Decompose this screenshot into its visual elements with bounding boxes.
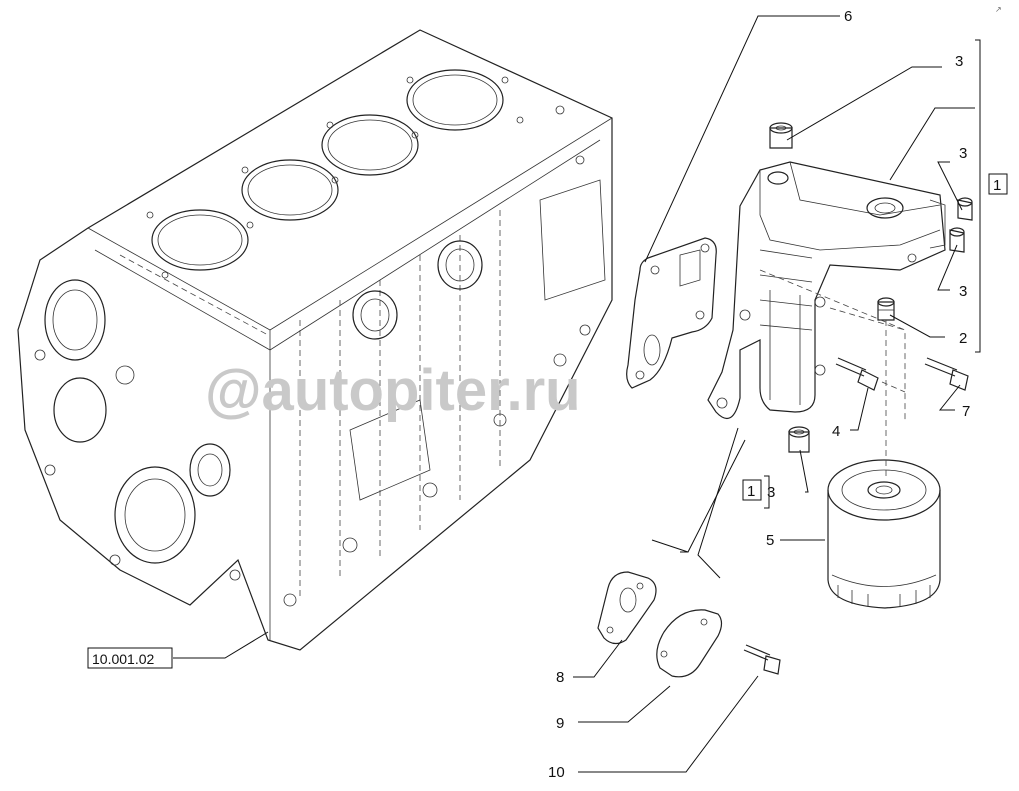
- oil-filter-part-5: [827, 459, 941, 609]
- gasket-part-8: [597, 571, 657, 645]
- watermark-text: @autopiter.ru: [205, 358, 581, 423]
- callout-7: 7: [962, 403, 970, 420]
- plug-part-3-side-lower: [949, 227, 965, 253]
- callout-3-top: 3: [955, 53, 963, 70]
- corner-mark: ↗: [995, 5, 1002, 14]
- gasket-part-6: [626, 237, 717, 389]
- callout-box-1-top: [988, 173, 1008, 195]
- alignment-lines: [759, 269, 906, 480]
- plug-part-3-top: [769, 122, 793, 149]
- callout-label-1-top: 1: [993, 177, 1001, 194]
- reference-label: 10.001.02: [92, 651, 154, 667]
- bolt-part-4: [835, 357, 879, 391]
- callout-3-side-lower: 3: [959, 283, 967, 300]
- fitting-part-2: [877, 297, 895, 321]
- callout-label-1-bottom: 1: [747, 483, 755, 500]
- bolt-part-10: [743, 644, 781, 675]
- callout-8: 8: [556, 669, 564, 686]
- plug-part-3-bottom: [788, 426, 810, 453]
- callout-4: 4: [832, 423, 840, 440]
- callout-2: 2: [959, 330, 967, 347]
- callout-10: 10: [548, 764, 565, 781]
- callout-9: 9: [556, 715, 564, 732]
- cover-plate-part-9: [656, 609, 723, 678]
- callout-5: 5: [766, 532, 774, 549]
- filter-head-part-1: [707, 161, 946, 420]
- callout-3-side-upper: 3: [959, 145, 967, 162]
- callout-6: 6: [844, 8, 852, 25]
- engine-block: [17, 29, 613, 651]
- bolt-part-7: [924, 357, 969, 391]
- reference-box: [87, 647, 173, 669]
- callout-3-bottom: 3: [767, 484, 775, 501]
- plug-part-3-side-upper: [957, 197, 973, 221]
- callout-box-1-bottom: [742, 479, 762, 501]
- leader-lines: [173, 15, 981, 773]
